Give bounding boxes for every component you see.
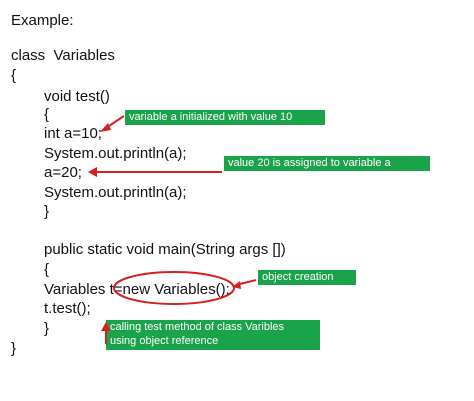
main-open-brace: { xyxy=(44,261,50,278)
annotation-variable-initialized: variable a initialized with value 10 xyxy=(125,110,325,125)
method-close-brace: } xyxy=(44,203,50,220)
annotation-value-assigned: value 20 is assigned to variable a xyxy=(224,156,430,171)
class-close-brace: } xyxy=(11,340,17,357)
method-open-brace: { xyxy=(44,106,50,123)
main-declaration: public static void main(String args []) xyxy=(44,241,286,258)
main-close-brace: } xyxy=(44,320,50,337)
new-object-statement: Variables t=new Variables(); xyxy=(44,281,230,298)
arrow-to-declare xyxy=(105,115,125,129)
print-statement-2: System.out.println(a); xyxy=(44,184,187,201)
print-statement-1: System.out.println(a); xyxy=(44,145,187,162)
arrow-to-object-creation xyxy=(235,279,257,286)
call-test-statement: t.test(); xyxy=(44,300,91,317)
page-heading: Example: xyxy=(11,12,74,29)
declare-statement: int a=10; xyxy=(44,125,102,142)
class-declaration: class Variables xyxy=(11,47,115,64)
method-declaration: void test() xyxy=(44,88,110,105)
assign-statement: a=20; xyxy=(44,164,82,181)
class-open-brace: { xyxy=(11,67,17,84)
annotation-method-call: calling test method of class Varibles us… xyxy=(106,320,320,350)
arrowhead-assign xyxy=(88,167,97,177)
arrowhead-object-creation xyxy=(232,281,241,289)
annotation-object-creation: object creation xyxy=(258,270,356,285)
